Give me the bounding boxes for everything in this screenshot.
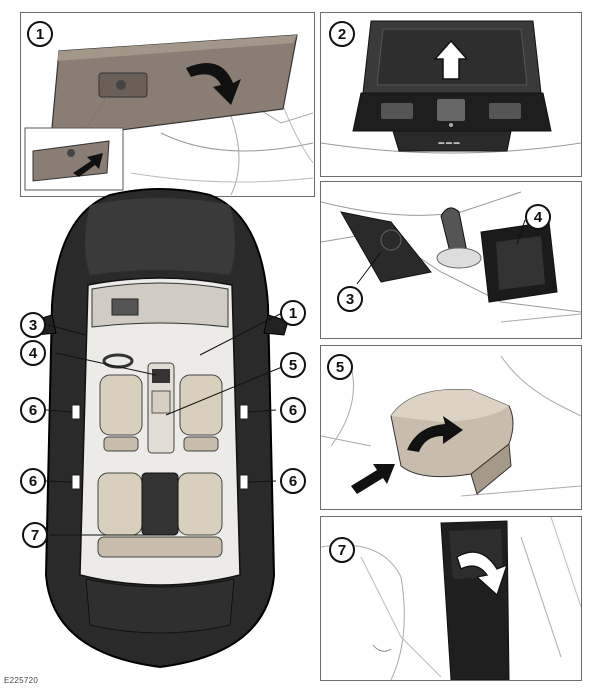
lift-arrow-icon xyxy=(407,416,463,452)
callout-7-detail: 7 xyxy=(329,537,355,563)
callout-5-detail: 5 xyxy=(327,354,353,380)
fold-down-arrow-icon xyxy=(456,551,509,597)
callout-3: 3 xyxy=(20,312,46,338)
callout-6-front-left: 6 xyxy=(20,397,46,423)
svg-text:▬ ▬ ▬: ▬ ▬ ▬ xyxy=(438,140,459,146)
up-arrow-icon xyxy=(433,39,469,80)
callout-1: 1 xyxy=(27,21,53,47)
panel-overhead-console: ▬ ▬ ▬ 2 xyxy=(320,12,582,177)
vehicle-top-view xyxy=(31,188,289,669)
push-arrow-icon xyxy=(351,464,395,494)
console-storage-illustration xyxy=(321,191,581,323)
callout-6-rear-left: 6 xyxy=(20,468,46,494)
rear-seat-storage-illustration xyxy=(321,517,581,680)
figure-reference: E225720 xyxy=(4,676,39,685)
callout-6-front-right: 6 xyxy=(280,397,306,423)
push-arrow-icon xyxy=(73,153,103,177)
overhead-storage-illustration xyxy=(24,34,314,196)
overhead-console-illustration: ▬ ▬ ▬ xyxy=(321,20,581,154)
rotate-arrow-icon xyxy=(186,63,241,105)
callout-3-detail: 3 xyxy=(337,286,363,312)
panel-console-storage: 4 3 xyxy=(320,181,582,339)
panel-rear-seat-storage: 7 xyxy=(320,516,582,681)
callout-1: 1 xyxy=(280,300,306,326)
callout-7: 7 xyxy=(22,522,48,548)
callout-2: 2 xyxy=(329,21,355,47)
callout-6-rear-right: 6 xyxy=(280,468,306,494)
callout-4: 4 xyxy=(20,340,46,366)
callout-4-detail: 4 xyxy=(525,204,551,230)
panel-overhead-storage: 1 xyxy=(20,12,315,197)
panel-armrest: 5 xyxy=(320,345,582,510)
callout-5: 5 xyxy=(280,352,306,378)
armrest-illustration xyxy=(321,355,581,497)
